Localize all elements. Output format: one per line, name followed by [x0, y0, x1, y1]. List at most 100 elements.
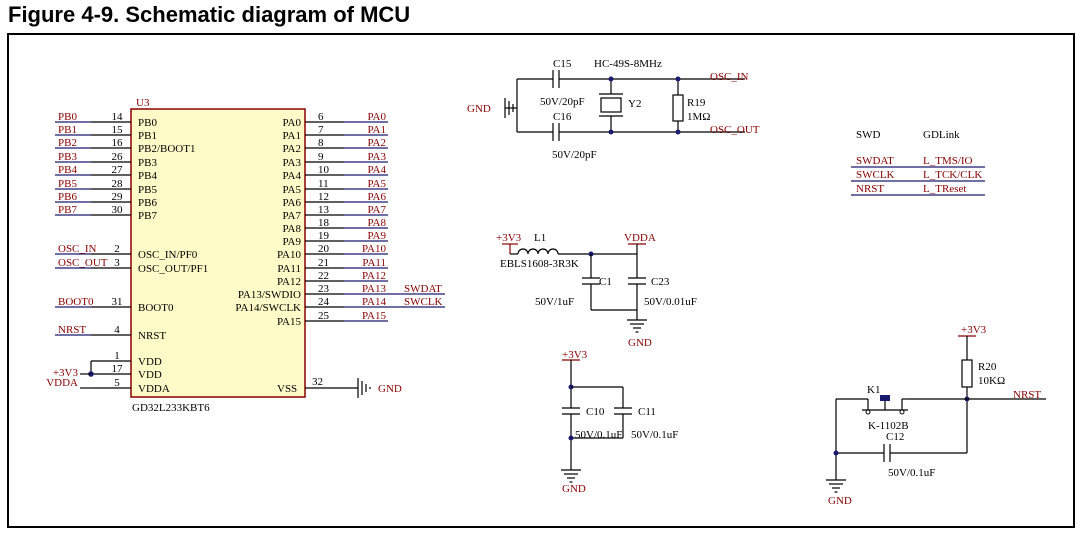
pin-name-pa9: PA9	[282, 236, 301, 248]
c23-label: C23	[651, 276, 670, 288]
r19-label: R19	[687, 97, 706, 109]
pin-name-pb1: PB1	[138, 130, 157, 142]
pin-name-pb4: PB4	[138, 170, 157, 182]
net-label-pa15: PA15	[362, 310, 387, 322]
pin-number-2: 2	[114, 243, 120, 255]
pin-name-pb2-boot1: PB2/BOOT1	[138, 143, 195, 155]
l1-supply-net: +3V3	[496, 232, 522, 244]
reset-gnd: GND	[828, 495, 852, 507]
mcu-part-number: GD32L233KBT6	[132, 402, 210, 414]
net-label-pa9: PA9	[367, 230, 386, 242]
pin-number-26: 26	[112, 151, 124, 163]
net-label-boot0: BOOT0	[58, 296, 94, 308]
net-label-pa13: PA13	[362, 283, 387, 295]
pin-number-22: 22	[318, 270, 329, 282]
vdda-filter-gnd-symbol	[626, 319, 648, 333]
net-label-pb7: PB7	[58, 204, 77, 216]
swd-row-2-a: SWCLK	[856, 169, 895, 181]
vss-pin-name: VSS	[277, 383, 297, 395]
reset-supply-net: +3V3	[961, 324, 987, 336]
pin-number-25: 25	[318, 310, 330, 322]
net-label-pa1: PA1	[367, 124, 386, 136]
pin-name-osc-in-pf0: OSC_IN/PF0	[138, 249, 198, 261]
net-label-swclk: SWCLK	[404, 296, 443, 308]
c10-label: C10	[586, 406, 605, 418]
r20-value: 10KΩ	[978, 375, 1005, 387]
pin-number-29: 29	[112, 191, 124, 203]
net-label-pb4: PB4	[58, 164, 77, 176]
net-label-pa7: PA7	[367, 204, 386, 216]
net-label-swdat: SWDAT	[404, 283, 442, 295]
net-label-pa5: PA5	[367, 178, 386, 190]
pin-name-pb0: PB0	[138, 117, 157, 129]
net-label-pb3: PB3	[58, 151, 77, 163]
osc-gnd-label: GND	[467, 103, 491, 115]
pin-number-18: 18	[318, 217, 330, 229]
pin-number-1: 1	[114, 350, 120, 362]
pin-number-20: 20	[318, 243, 330, 255]
net-label-pa3: PA3	[367, 151, 386, 163]
pin-number-7: 7	[318, 124, 324, 136]
vdda-filter-gnd: GND	[628, 337, 652, 349]
oscillator-circuit: GND C15 50V/20pF C16 50V/20pF HC-49S-8MH…	[467, 58, 760, 161]
pin-number-17: 17	[112, 363, 124, 375]
c16-label: C16	[553, 111, 572, 123]
pin-number-13: 13	[318, 204, 330, 216]
gdlink-column-header: GDLink	[923, 129, 960, 141]
pin-name-pa14-swclk: PA14/SWCLK	[235, 302, 301, 314]
pin-number-24: 24	[318, 296, 330, 308]
pin-name-pa4: PA4	[282, 170, 301, 182]
net-label-pb2: PB2	[58, 137, 77, 149]
pin-number-15: 15	[112, 124, 124, 136]
pin-name-vdd: VDD	[138, 369, 162, 381]
decoupling-gnd-symbol	[560, 469, 582, 483]
pin-name-pa2: PA2	[282, 143, 301, 155]
mcu-designator: U3	[136, 97, 150, 109]
pin-number-23: 23	[318, 283, 330, 295]
pin-name-pa10: PA10	[277, 249, 302, 261]
vdda-filter-circuit: +3V3 L1 EBLS1608-3R3K VDDA C1 50V/1uF C2…	[496, 232, 697, 349]
net-label-pa8: PA8	[367, 217, 386, 229]
swd-row-1-a: SWDAT	[856, 155, 894, 167]
pin-number-28: 28	[112, 178, 124, 190]
c16-value: 50V/20pF	[552, 149, 597, 161]
pin-number-3: 3	[114, 257, 120, 269]
net-label-vdda: VDDA	[46, 377, 78, 389]
pin-number-5: 5	[114, 377, 120, 389]
pin-name-vdd: VDD	[138, 356, 162, 368]
pin-name-pa3: PA3	[282, 157, 301, 169]
pin-name-pa11: PA11	[277, 263, 301, 275]
net-label-pa10: PA10	[362, 243, 387, 255]
pin-number-6: 6	[318, 111, 324, 123]
schematic-frame	[7, 33, 1075, 528]
c15-value: 50V/20pF	[540, 96, 585, 108]
reset-gnd-symbol	[825, 479, 847, 493]
pin-name-pb5: PB5	[138, 184, 157, 196]
pin-number-8: 8	[318, 137, 324, 149]
pin-name-pa15: PA15	[277, 316, 302, 328]
pin-number-30: 30	[112, 204, 124, 216]
crystal-designator: Y2	[628, 98, 641, 110]
c10-value: 50V/0.1uF	[575, 429, 622, 441]
c12-label: C12	[886, 431, 904, 443]
net-label-pa0: PA0	[367, 111, 386, 123]
c15-label: C15	[553, 58, 572, 70]
pin-name-vdda: VDDA	[138, 383, 170, 395]
l1-part: EBLS1608-3R3K	[500, 258, 579, 270]
net-label-pa4: PA4	[367, 164, 386, 176]
crystal-part: HC-49S-8MHz	[594, 58, 662, 70]
c1-value: 50V/1uF	[535, 296, 574, 308]
net-label-pb6: PB6	[58, 191, 77, 203]
decoupling-gnd: GND	[562, 483, 586, 495]
c1-label: C1	[599, 276, 612, 288]
pin-name-pa5: PA5	[282, 184, 301, 196]
c11-value: 50V/0.1uF	[631, 429, 678, 441]
net-label-3v3: +3V3	[53, 367, 79, 379]
net-label-osc-out: OSC_OUT	[58, 257, 108, 269]
pin-number-12: 12	[318, 191, 329, 203]
pin-name-osc-out-pf1: OSC_OUT/PF1	[138, 263, 208, 275]
pin-name-pa8: PA8	[282, 223, 301, 235]
